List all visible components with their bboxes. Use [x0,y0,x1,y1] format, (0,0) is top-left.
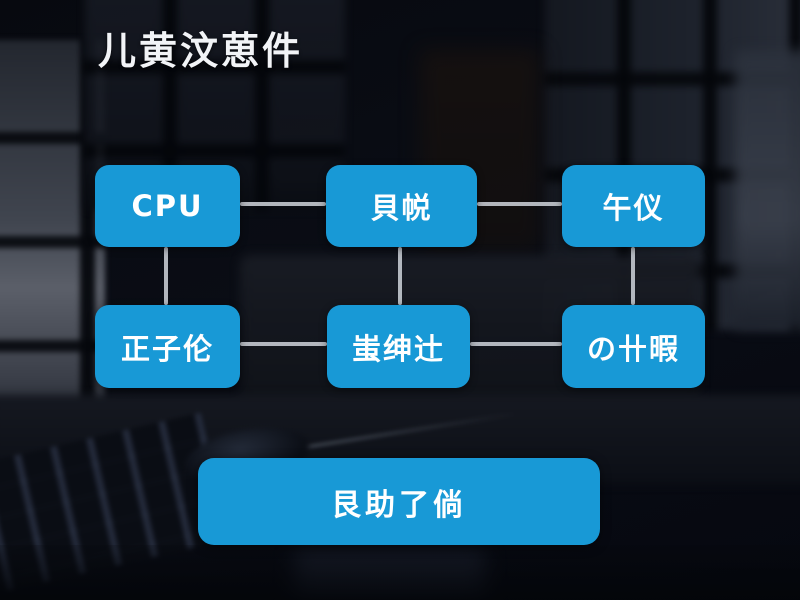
node-top-middle-label: 貝帨 [370,191,433,225]
bottom-shadow-background [0,545,800,600]
connector-cpu-to-bottom-left [164,247,168,305]
action-button-label: 艮助了倘 [331,487,467,523]
connector-cpu-to-top-middle [240,202,326,206]
connector-bottom-middle-to-bottom-right [470,342,562,346]
connector-top-right-to-bottom-right [631,247,635,305]
node-top-right-label: 午仪 [602,191,665,225]
node-bottom-right[interactable]: の卄暇 [562,305,705,388]
node-top-middle[interactable]: 貝帨 [326,165,477,247]
node-bottom-right-label: の卄暇 [586,331,680,366]
connector-bottom-left-to-bottom-middle [240,342,327,346]
connector-top-middle-to-top-right [477,202,562,206]
connector-top-middle-to-bottom-middle [398,247,402,305]
node-bottom-middle-label: 蚩绅辻 [351,331,445,366]
node-bottom-left[interactable]: 正子伦 [95,305,240,388]
node-cpu[interactable]: CPU [95,165,240,247]
bright-window-pane-background [735,50,800,330]
keyboard-silhouette-background [0,412,232,598]
diagram-title: 儿黄汶葸件 [98,29,304,73]
node-cpu-label: CPU [131,189,204,223]
node-bottom-left-label: 正子伦 [120,331,214,366]
node-bottom-middle[interactable]: 蚩绅辻 [327,305,470,388]
floor-glow-background [295,550,485,600]
node-top-right[interactable]: 午仪 [562,165,705,247]
action-button[interactable]: 艮助了倘 [198,458,600,545]
window-panes-left-background [0,40,105,440]
